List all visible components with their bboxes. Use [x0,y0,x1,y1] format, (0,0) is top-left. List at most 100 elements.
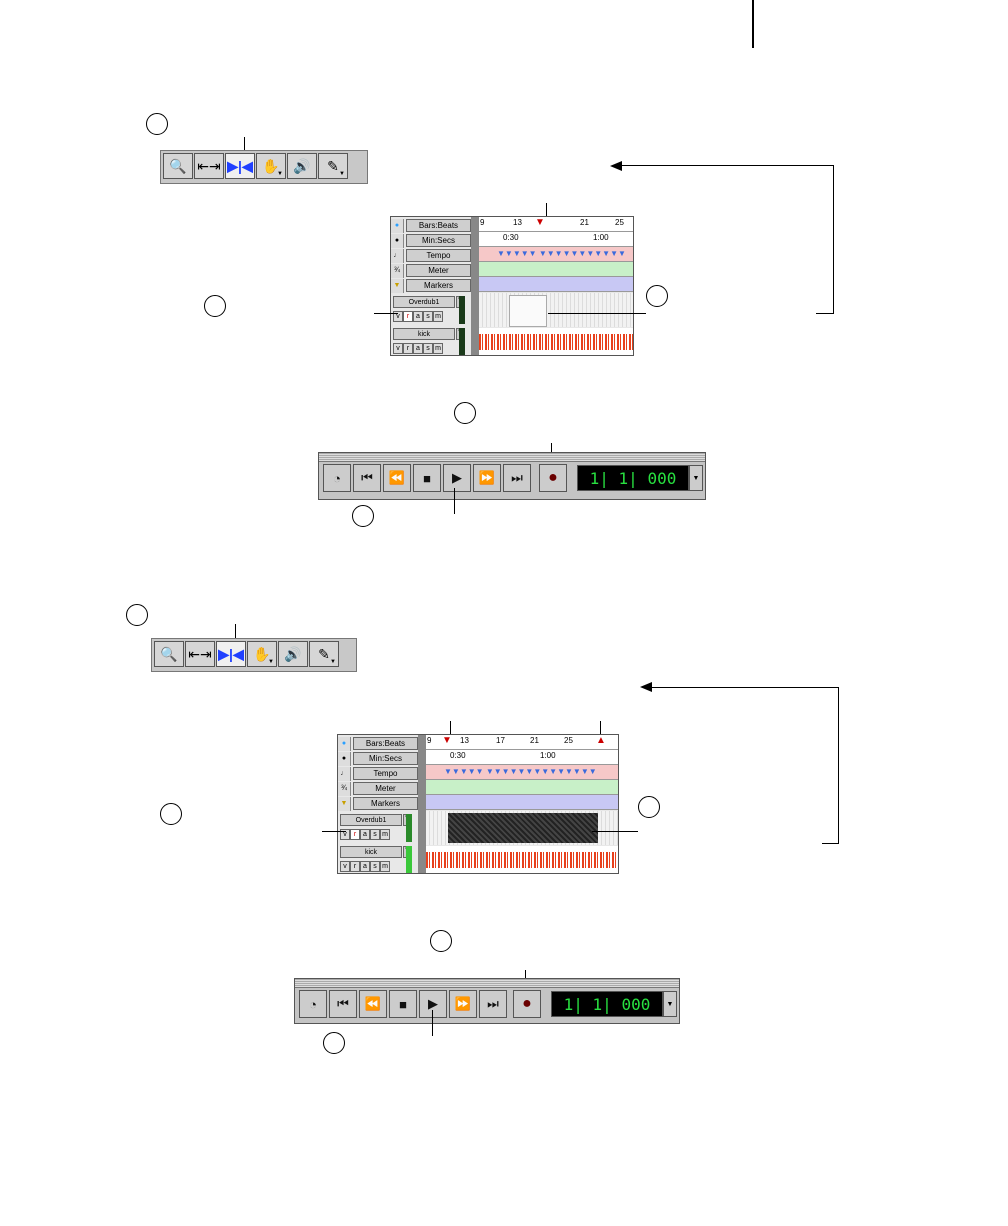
pencil-tool[interactable]: ✎▼ [318,153,348,179]
record-button[interactable]: ● [539,464,567,492]
bar-label: 9 [427,736,432,745]
record-enable-button[interactable]: r [350,861,360,872]
bars-row: 9 13 ▼ 21 25 [479,217,633,232]
meter-icon: ¾ [391,263,404,278]
leader-record-enable-2 [322,831,346,832]
ruler-meter[interactable]: Meter [406,264,471,277]
online-button[interactable]: ◔ [299,990,327,1018]
mute-button[interactable]: m [433,311,443,322]
callout-2e [323,1032,345,1054]
rewind-icon: ⏪ [388,470,406,485]
trimmer-tool[interactable]: ⇤⇥ [185,641,215,667]
ruler-markers[interactable]: Markers [406,279,471,292]
scrubber-tool[interactable]: 🔊 [278,641,308,667]
auto-button[interactable]: a [360,861,370,872]
voice-button[interactable]: v [340,861,350,872]
record-button[interactable]: ● [513,990,541,1018]
rewind-button[interactable]: ⏪ [359,990,387,1018]
title-bar [319,453,705,462]
track-name-kick[interactable]: kick [393,328,455,340]
voice-button[interactable]: v [393,343,403,354]
go-to-end-button[interactable]: ⏭ [503,464,531,492]
tempo-icon: ♩ [338,766,351,781]
ruler-tempo[interactable]: Tempo [406,249,471,262]
stop-icon: ■ [423,470,431,486]
meter-row [426,780,618,795]
bars-row: 9 ▼ 13 17 21 25 ▲ [426,735,618,750]
pencil-icon: ✎ [327,157,339,174]
main-counter: 1| 1| 000 [551,991,663,1017]
punch-in-marker-icon: ▼ [442,735,452,746]
solo-button[interactable]: s [423,311,433,322]
selector-tool[interactable]: ▶|◀ [225,153,255,179]
play-button[interactable]: ▶ [443,464,471,492]
solo-button[interactable]: s [370,861,380,872]
tempo-events: ▼▼▼▼▼ ▼▼▼▼▼▼▼▼▼▼▼ [497,249,626,258]
grabber-tool[interactable]: ✋▼ [247,641,277,667]
chevron-down-icon: ▼ [339,171,345,177]
play-button[interactable]: ▶ [419,990,447,1018]
auto-button[interactable]: a [413,311,423,322]
black-dot-icon: ● [391,233,404,248]
level-meter [406,846,412,873]
zoomer-tool[interactable]: 🔍 [154,641,184,667]
grabber-icon: ✋ [253,645,271,662]
chevron-down-icon[interactable]: ▼ [689,465,703,491]
ruler-min-secs[interactable]: Min:Secs [406,234,471,247]
record-enable-button[interactable]: r [350,829,360,840]
solo-button[interactable]: s [370,829,380,840]
track-name-kick[interactable]: kick [340,846,402,858]
solo-button[interactable]: s [423,343,433,354]
arrow-line [620,165,834,166]
record-enable-button[interactable]: r [403,311,413,322]
pencil-tool[interactable]: ✎▼ [309,641,339,667]
rewind-button[interactable]: ⏪ [383,464,411,492]
margin-rule [752,0,754,48]
callout-2c [638,796,660,818]
tempo-row: ▼▼▼▼▼ ▼▼▼▼▼▼▼▼▼▼▼ [479,247,633,262]
arrow-line [838,687,839,844]
track-buttons: v r a s m [393,311,443,322]
auto-button[interactable]: a [360,829,370,840]
scrubber-tool[interactable]: 🔊 [287,153,317,179]
secs-label: 1:00 [593,233,609,242]
ruler-meter[interactable]: Meter [353,782,418,795]
leader-marker-2b [600,721,601,735]
mute-button[interactable]: m [433,343,443,354]
divider [418,735,426,873]
auto-button[interactable]: a [413,343,423,354]
track-name-overdub1[interactable]: Overdub1 [393,296,455,308]
ruler-markers[interactable]: Markers [353,797,418,810]
track-name-overdub1[interactable]: Overdub1 [340,814,402,826]
zoomer-tool[interactable]: 🔍 [163,153,193,179]
arrow-head [640,682,652,692]
bar-label: 13 [513,218,522,227]
voice-button[interactable]: v [340,829,350,840]
bar-label: 21 [530,736,539,745]
selector-tool[interactable]: ▶|◀ [216,641,246,667]
fast-forward-button[interactable]: ⏩ [473,464,501,492]
marker-icon: ▼ [391,278,404,293]
ruler-bars-beats[interactable]: Bars:Beats [406,219,471,232]
ruler-tempo[interactable]: Tempo [353,767,418,780]
grabber-tool[interactable]: ✋▼ [256,153,286,179]
return-to-zero-button[interactable]: ⏮ [329,990,357,1018]
trimmer-tool[interactable]: ⇤⇥ [194,153,224,179]
voice-button[interactable]: v [393,311,403,322]
online-button[interactable]: ◔ [323,464,351,492]
mute-button[interactable]: m [380,829,390,840]
go-to-end-button[interactable]: ⏭ [479,990,507,1018]
stop-button[interactable]: ■ [389,990,417,1018]
rtz-icon: ⏮ [361,470,373,485]
return-to-zero-button[interactable]: ⏮ [353,464,381,492]
mute-button[interactable]: m [380,861,390,872]
record-enable-button[interactable]: r [403,343,413,354]
secs-label: 0:30 [450,751,466,760]
ruler-bars-beats[interactable]: Bars:Beats [353,737,418,750]
stop-button[interactable]: ■ [413,464,441,492]
fast-forward-button[interactable]: ⏩ [449,990,477,1018]
transport-window-1: ◔ ⏮ ⏪ ■ ▶ ⏩ ⏭ ● 1| 1| 000 ▼ [318,452,706,500]
chevron-down-icon[interactable]: ▼ [663,991,677,1017]
ruler-min-secs[interactable]: Min:Secs [353,752,418,765]
